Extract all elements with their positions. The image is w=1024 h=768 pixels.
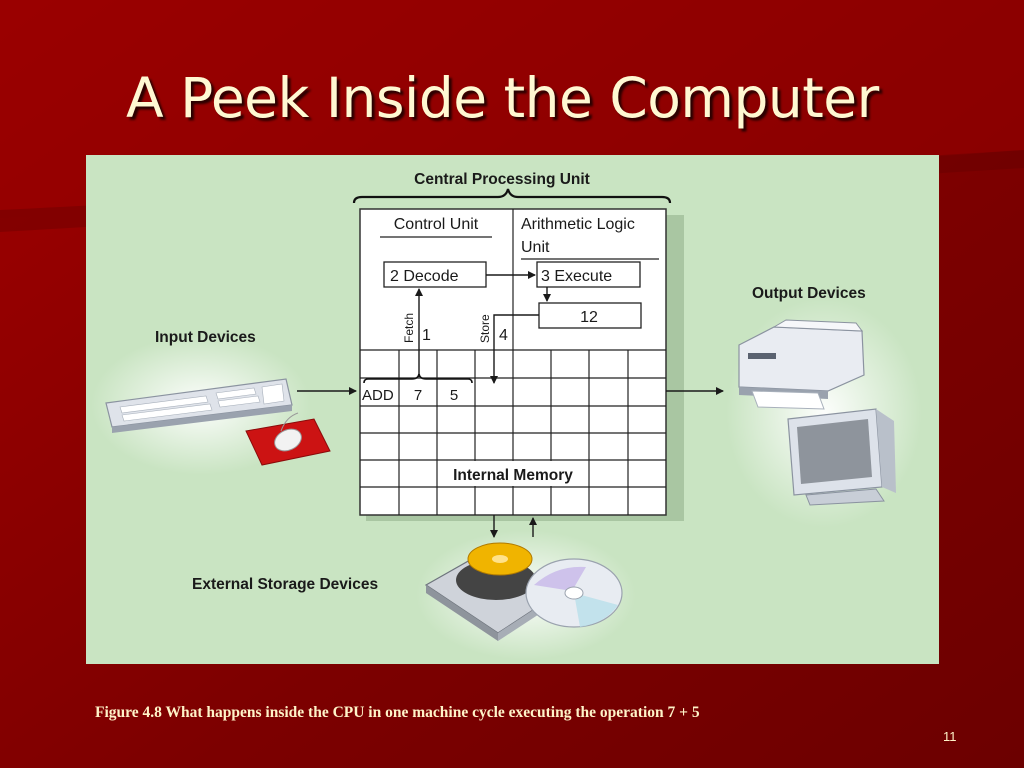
mouse-icon: [245, 412, 331, 466]
input-devices-label: Input Devices: [155, 329, 256, 346]
instruction-bracket: [363, 373, 473, 384]
store-label: Store: [478, 314, 492, 343]
decode-box: [383, 261, 487, 288]
execute-label: 3 Execute: [541, 268, 612, 285]
result-box: [538, 302, 642, 329]
keyboard-icon: [105, 378, 293, 433]
cpu-label: Central Processing Unit: [414, 171, 590, 188]
alu-label-line2: Unit: [521, 239, 550, 256]
slide-number: 11: [943, 729, 957, 744]
output-devices-label: Output Devices: [752, 285, 866, 302]
cpu-bracket: [352, 188, 672, 204]
memory-cell-7: 7: [414, 387, 422, 404]
alu-label-line1: Arithmetic Logic: [521, 216, 635, 233]
internal-memory-label: Internal Memory: [453, 467, 573, 484]
storage-devices-label: External Storage Devices: [192, 576, 378, 593]
figure-caption: Figure 4.8 What happens inside the CPU i…: [95, 704, 700, 721]
result-value: 12: [580, 309, 598, 326]
control-unit-label: Control Unit: [394, 216, 479, 233]
memory-label-bg: [438, 461, 588, 486]
hard-drive-icon: [424, 542, 558, 641]
fetch-step: 1: [422, 327, 431, 344]
cd-icon: [525, 558, 623, 628]
printer-icon: [738, 319, 865, 410]
memory-cell-5: 5: [450, 387, 458, 404]
decode-label: 2 Decode: [390, 268, 459, 285]
monitor-icon: [787, 408, 896, 506]
slide-title: A Peek Inside the Computer: [126, 66, 879, 130]
memory-cell-add: ADD: [362, 387, 394, 404]
cpu-diagram-figure: Central Processing Unit Internal Memory …: [86, 155, 939, 664]
store-step: 4: [499, 327, 508, 344]
internal-memory-grid: [360, 209, 666, 515]
cpu-diagram: Central Processing Unit Internal Memory …: [91, 171, 922, 660]
execute-box: [536, 261, 641, 288]
store-arrow: [490, 314, 539, 384]
fetch-label: Fetch: [402, 313, 416, 343]
